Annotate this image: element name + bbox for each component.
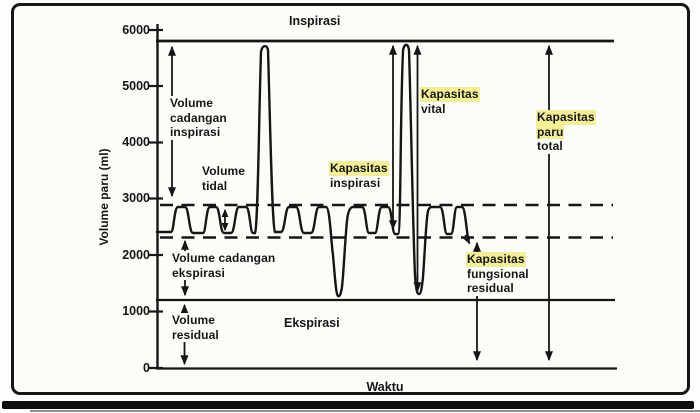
diagram-border bbox=[11, 3, 690, 395]
y-tick-label-5000: 5000 bbox=[122, 78, 150, 93]
label-line: Volume bbox=[201, 164, 247, 179]
scan-bottom-line bbox=[30, 409, 700, 412]
label-line-highlighted: paru bbox=[536, 124, 565, 139]
label-line-highlighted: Kapasitas bbox=[536, 110, 596, 125]
label-line: residual bbox=[466, 281, 515, 296]
y-tick-label-6000: 6000 bbox=[122, 22, 150, 37]
trace-end-arrow bbox=[463, 234, 471, 245]
label-line: fungsional bbox=[466, 266, 530, 281]
label-line: Volume bbox=[171, 313, 217, 328]
label-line: Volume cadangan bbox=[171, 251, 277, 266]
label-line-highlighted: Kapasitas bbox=[466, 252, 526, 267]
label-line-highlighted: Kapasitas bbox=[329, 161, 389, 176]
label-line: ekspirasi bbox=[171, 265, 226, 280]
x-axis-title: Waktu bbox=[366, 380, 404, 394]
inspiration-phase-label: Inspirasi bbox=[289, 14, 341, 28]
label-line: tidal bbox=[201, 178, 229, 193]
y-tick-label-4000: 4000 bbox=[122, 135, 150, 149]
label-volume-residual: Volume residual bbox=[171, 313, 220, 342]
label-line: cadangan bbox=[169, 110, 228, 125]
label-kapasitas-inspirasi: Kapasitas inspirasi bbox=[329, 161, 389, 190]
spirometry-trace bbox=[155, 43, 470, 298]
y-tick-label-0: 0 bbox=[143, 360, 150, 375]
label-line: residual bbox=[171, 327, 220, 342]
label-line: Volume bbox=[169, 96, 215, 111]
label-kapasitas-fungsional-residual: Kapasitas fungsional residual bbox=[466, 252, 530, 296]
label-line-highlighted: Kapasitas bbox=[420, 87, 480, 102]
label-volume-cadangan-inspirasi: Volume cadangan inspirasi bbox=[169, 96, 228, 140]
label-line: inspirasi bbox=[329, 175, 382, 190]
label-line: inspirasi bbox=[169, 125, 222, 140]
y-tick-label-2000: 2000 bbox=[122, 247, 150, 262]
label-volume-tidal: Volume tidal bbox=[201, 164, 247, 193]
y-axis-ticks bbox=[149, 28, 163, 370]
label-line: vital bbox=[420, 101, 447, 116]
scan-bottom-bar bbox=[2, 401, 694, 409]
expiration-phase-label: Ekspirasi bbox=[284, 316, 340, 330]
y-tick-label-3000: 3000 bbox=[122, 191, 150, 205]
label-kapasitas-paru-total: Kapasitas paru total bbox=[536, 110, 596, 154]
label-kapasitas-vital: Kapasitas vital bbox=[420, 87, 480, 116]
y-tick-label-1000: 1000 bbox=[122, 304, 150, 318]
label-volume-cadangan-ekspirasi: Volume cadangan ekspirasi bbox=[171, 251, 277, 280]
label-line: total bbox=[536, 139, 564, 154]
